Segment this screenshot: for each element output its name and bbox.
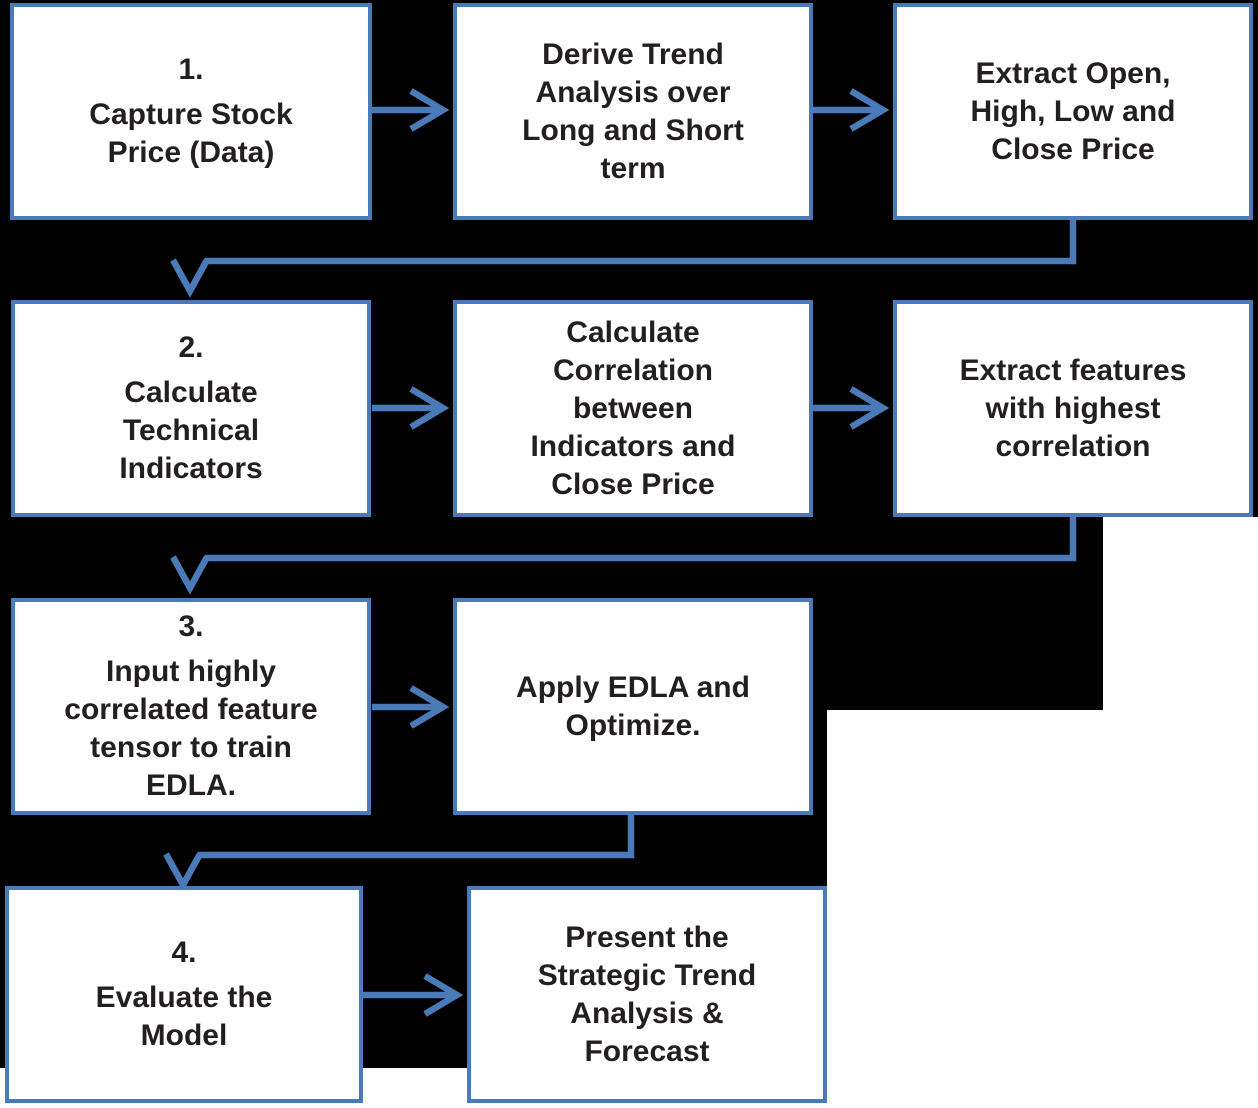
- arrow-correlation-to-features-icon: [813, 386, 890, 430]
- arrow-step4-to-present-icon: [363, 973, 464, 1017]
- elbow-ohlc-to-step2-icon: [170, 220, 1077, 298]
- extract-features-box: Extract features with highest correlatio…: [893, 300, 1253, 517]
- step-label: Derive Trend Analysis over Long and Shor…: [522, 37, 744, 185]
- present-forecast-box: Present the Strategic Trend Analysis & F…: [467, 886, 827, 1103]
- extract-ohlc-price-box: Extract Open, High, Low and Close Price: [893, 3, 1253, 220]
- step-label: Extract Open, High, Low and Close Price: [970, 56, 1176, 166]
- step-2-technical-indicators-box: 2. Calculate Technical Indicators: [11, 300, 371, 517]
- step-label: Calculate Correlation between Indicators…: [530, 315, 736, 501]
- step-4-evaluate-model-box: 4. Evaluate the Model: [5, 886, 363, 1103]
- arrow-step1-to-derive-icon: [372, 88, 450, 132]
- elbow-apply-to-step4-icon: [163, 815, 635, 892]
- step-3-train-edla-box: 3. Input highly correlated feature tenso…: [11, 598, 371, 815]
- calculate-correlation-box: Calculate Correlation between Indicators…: [453, 300, 813, 517]
- step-1-capture-stock-box: 1. Capture Stock Price (Data): [10, 3, 372, 220]
- step-label: Evaluate the Model: [95, 981, 273, 1052]
- step-label: Present the Strategic Trend Analysis & F…: [537, 920, 757, 1068]
- apply-edla-optimize-box: Apply EDLA and Optimize.: [453, 598, 813, 815]
- step-number: 2.: [178, 331, 204, 364]
- elbow-features-to-step3-icon: [170, 517, 1077, 595]
- step-number: 4.: [171, 936, 197, 969]
- step-label: Calculate Technical Indicators: [119, 376, 263, 485]
- step-number: 3.: [178, 610, 204, 643]
- step-number: 1.: [178, 53, 204, 86]
- step-label: Capture Stock Price (Data): [89, 98, 293, 169]
- step-label: Apply EDLA and Optimize.: [516, 670, 750, 742]
- arrow-step3-to-apply-icon: [372, 685, 450, 729]
- arrow-derive-to-ohlc-icon: [813, 88, 890, 132]
- step-label: Extract features with highest correlatio…: [959, 353, 1187, 463]
- arrow-step2-to-correlation-icon: [372, 386, 450, 430]
- step-label: Input highly correlated feature tensor t…: [64, 655, 318, 802]
- derive-trend-analysis-box: Derive Trend Analysis over Long and Shor…: [453, 3, 813, 220]
